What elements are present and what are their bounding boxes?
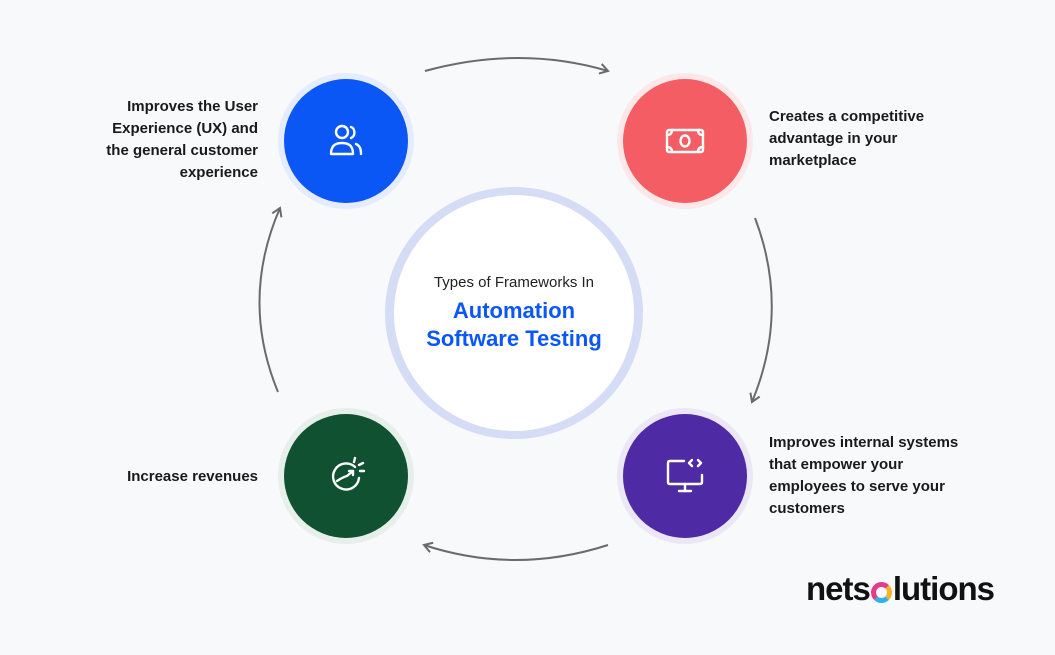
label-line: Experience (UX) and [112,120,258,137]
center-subtitle: Types of Frameworks In [433,273,595,291]
node-revenue [278,408,414,544]
label-line: employees to serve your [769,478,945,495]
label-line: advantage in your [769,130,898,147]
growth-gauge-icon [331,456,366,491]
logo-text-suffix: lutions [892,570,995,607]
node-competitive-advantage [617,73,753,209]
label-user-experience: Improves the User Experience (UX) and th… [78,96,258,184]
label-revenue: Increase revenues [78,466,258,488]
center-title-line-2: Software Testing [426,325,602,351]
label-line: experience [179,164,258,181]
node-internal-systems [617,408,753,544]
arrow-top [424,57,610,75]
label-line: Creates a competitive [769,108,925,125]
label-internal-systems: Improves internal systems that empower y… [769,432,979,520]
users-icon [329,124,363,156]
label-line: that empower your [769,456,904,473]
banknote-icon [665,128,705,154]
monitor-code-icon [666,458,704,493]
logo-o-ring-icon [870,581,892,603]
logo-text-prefix: nets [806,570,871,607]
arrow-left [258,206,283,393]
label-line: the general customer [106,142,258,159]
center-title-line-1: Automation [452,297,576,323]
label-line: customers [769,500,845,517]
arrow-right [749,217,773,404]
node-user-experience [278,73,414,209]
center-circle: Types of Frameworks In Automation Softwa… [385,187,643,439]
label-line: Improves the User [127,98,258,115]
label-line: Improves internal systems [769,434,959,451]
label-competitive-advantage: Creates a competitive advantage in your … [769,106,969,172]
arrow-bottom [422,541,609,561]
label-line: marketplace [769,152,857,169]
netsolutions-logo: nets lutions [806,570,995,608]
label-line: Increase revenues [127,468,258,485]
